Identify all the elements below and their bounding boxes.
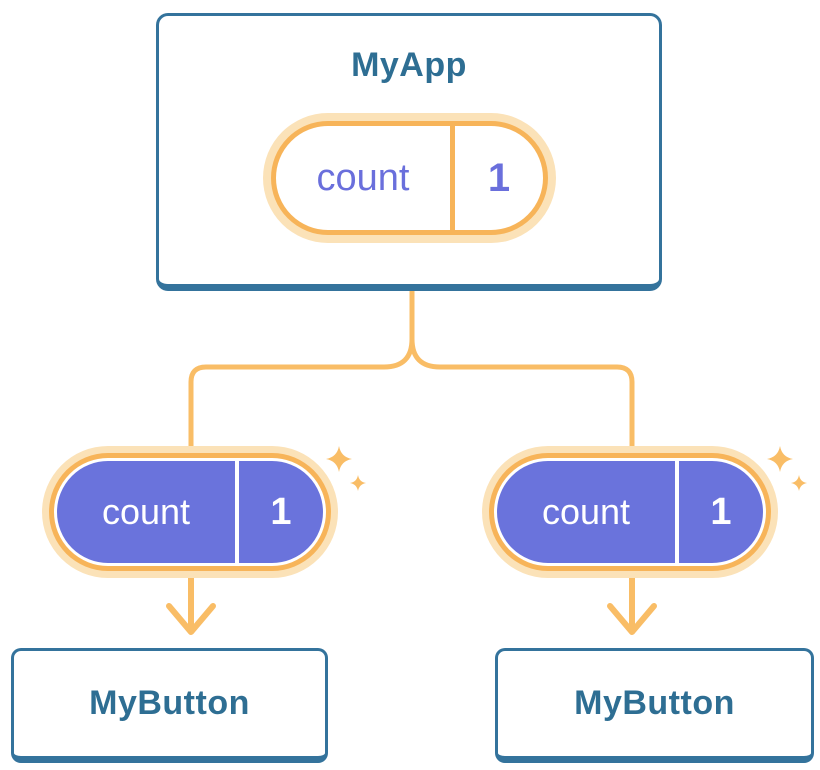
prop-value: 1 <box>270 490 292 533</box>
component-node-mybutton-right: MyButton <box>495 648 814 763</box>
component-title: MyApp <box>351 46 467 84</box>
prop-name: count <box>101 491 191 532</box>
state-pill-root: count 1 <box>271 121 548 235</box>
prop-name: count <box>541 491 631 532</box>
component-node-myapp: MyApp <box>156 13 662 291</box>
pill-divider <box>235 461 239 563</box>
sparkle-icon <box>326 446 352 472</box>
sparkle-icon <box>767 446 793 472</box>
prop-pill-right: count 1 <box>494 458 766 566</box>
tree-connector-right <box>409 286 635 455</box>
component-title: MyButton <box>574 684 735 722</box>
arrow-down-right-icon <box>607 571 657 635</box>
sparkle-icon <box>349 474 367 492</box>
pill-divider <box>450 126 455 230</box>
state-value: 1 <box>487 155 511 200</box>
arrow-down-left-icon <box>166 571 216 635</box>
prop-value: 1 <box>710 490 732 533</box>
component-node-mybutton-left: MyButton <box>11 648 328 763</box>
sparkle-icon <box>790 474 808 492</box>
tree-connector-left <box>188 286 415 455</box>
state-name: count <box>316 156 410 199</box>
prop-pill-left: count 1 <box>54 458 326 566</box>
pill-divider <box>675 461 679 563</box>
component-title: MyButton <box>89 684 250 722</box>
